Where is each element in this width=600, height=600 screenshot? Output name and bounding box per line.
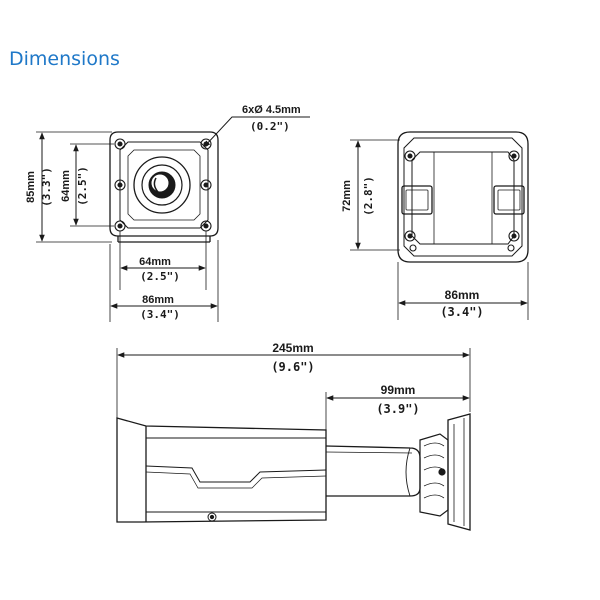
mount-plate: [109, 131, 219, 243]
bracket-arm: [325, 445, 421, 497]
hole-size-in: (0.2"): [250, 120, 290, 133]
side-view: 245mm (9.6") 99mm (3.9"): [116, 341, 471, 531]
front-view: 72mm (2.8") 86mm (3.4"): [341, 131, 529, 320]
page-title: Dimensions: [9, 48, 120, 70]
front-width-in: (3.4"): [440, 305, 483, 319]
camera-body: [116, 417, 327, 523]
hole-width-mm: 64mm: [139, 256, 171, 268]
front-lenses: [401, 185, 525, 215]
mount-base: [447, 413, 471, 531]
front-height-in: (2.8"): [362, 176, 375, 216]
camera-front-housing: [397, 131, 529, 263]
length-in: (9.6"): [271, 360, 314, 374]
bracket-length-mm: 99mm: [381, 383, 416, 397]
front-height-mm: 72mm: [341, 180, 353, 212]
cable-port: [133, 156, 191, 214]
hole-width-in: (2.5"): [140, 270, 180, 283]
hole-height-in: (2.5"): [76, 166, 89, 206]
front-width-mm: 86mm: [445, 288, 480, 302]
length-mm: 245mm: [272, 341, 313, 355]
mount-width-in: (3.4"): [140, 308, 180, 321]
mount-height-in: (3.3"): [40, 167, 53, 207]
hole-height-mm: 64mm: [60, 170, 72, 202]
mount-view: 6xØ 4.5mm (0.2") 85mm (3.3") 64mm (2.5")…: [25, 104, 310, 322]
bracket-length-in: (3.9"): [376, 402, 419, 416]
mount-height-mm: 85mm: [25, 171, 37, 203]
bracket-joint: [419, 433, 449, 517]
front-screws: [404, 150, 520, 252]
hole-size-mm: 6xØ 4.5mm: [242, 104, 301, 116]
mount-width-mm: 86mm: [142, 294, 174, 306]
